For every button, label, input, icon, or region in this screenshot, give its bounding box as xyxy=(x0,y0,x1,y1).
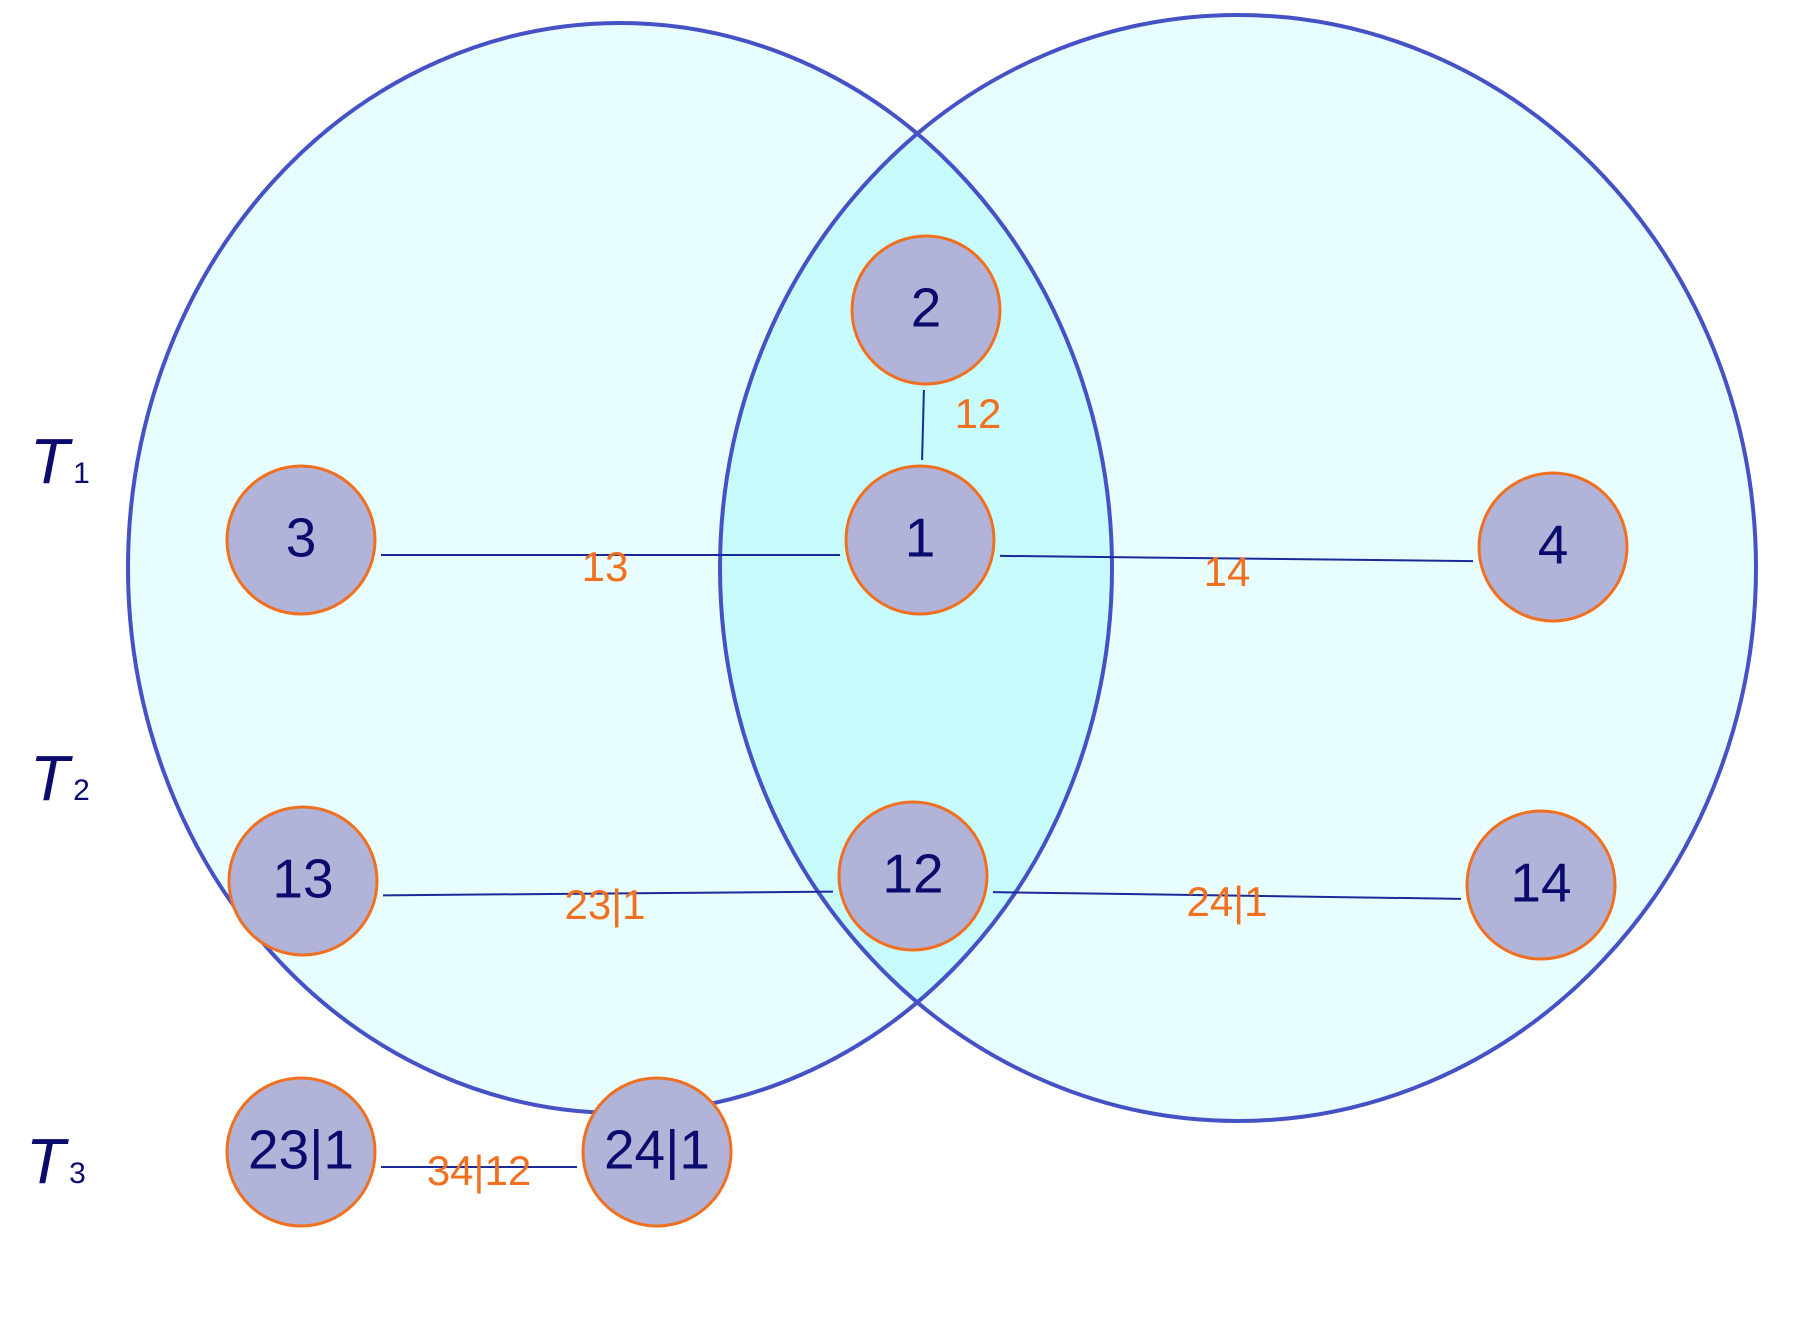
tree-label-letter: T xyxy=(26,1125,69,1197)
edge-2-1 xyxy=(921,389,925,461)
node-circle xyxy=(581,1076,733,1228)
node-1: 1 xyxy=(844,464,996,616)
tree-label-subscript: 3 xyxy=(69,1157,86,1190)
node-14: 14 xyxy=(1465,809,1617,961)
node-circle xyxy=(1477,471,1629,623)
nodes: 2 3 1 4 13 12 14 23|1 xyxy=(225,234,1629,1228)
node-23-1: 23|1 xyxy=(225,1076,377,1228)
node-label: 12 xyxy=(882,843,943,905)
node-label: 2 xyxy=(911,277,942,339)
node-circle xyxy=(850,234,1002,386)
node-circle xyxy=(225,1076,377,1228)
edge-13-12 xyxy=(382,890,834,897)
node-label: 24|1 xyxy=(604,1119,710,1181)
edge-12-14 xyxy=(992,891,1462,900)
node-3: 3 xyxy=(225,464,377,616)
node-4: 4 xyxy=(1477,471,1629,623)
node-2: 2 xyxy=(850,234,1002,386)
node-circle xyxy=(227,805,379,957)
edge-labels: 12 13 14 23|1 24|1 34|12 xyxy=(427,390,1268,1194)
node-label: 1 xyxy=(905,507,936,569)
node-label: 13 xyxy=(272,848,333,910)
edge-label-13: 13 xyxy=(582,543,629,590)
edge-1-4 xyxy=(999,554,1474,563)
edge-label-34-12: 34|12 xyxy=(427,1147,531,1194)
tree-label-subscript: 1 xyxy=(73,457,90,490)
edge-label-23-1: 23|1 xyxy=(565,881,646,928)
edge-label-12: 12 xyxy=(955,390,1002,437)
node-label: 3 xyxy=(286,507,317,569)
region-right-outline xyxy=(718,13,1758,1123)
node-label: 23|1 xyxy=(248,1119,354,1181)
tree-label-letter: T xyxy=(30,742,73,814)
node-24-1: 24|1 xyxy=(581,1076,733,1228)
node-circle xyxy=(225,464,377,616)
node-label: 4 xyxy=(1538,514,1569,576)
node-circle xyxy=(1465,809,1617,961)
node-circle xyxy=(837,800,989,952)
edges xyxy=(381,389,1474,1168)
node-13: 13 xyxy=(227,805,379,957)
edge-label-24-1: 24|1 xyxy=(1187,878,1268,925)
tree-label-letter: T xyxy=(30,425,73,497)
edge-label-14: 14 xyxy=(1204,548,1251,595)
node-circle xyxy=(844,464,996,616)
node-12: 12 xyxy=(837,800,989,952)
tree-label-subscript: 2 xyxy=(73,774,90,807)
node-label: 14 xyxy=(1510,852,1571,914)
